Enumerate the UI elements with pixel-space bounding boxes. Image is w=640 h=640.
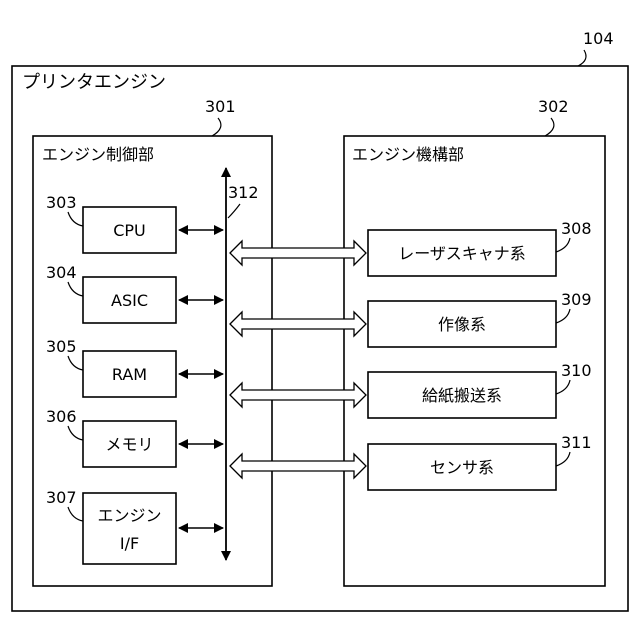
memory-label: メモリ bbox=[105, 435, 153, 454]
image-forming-label: 作像系 bbox=[438, 315, 486, 334]
engine-control-title: エンジン制御部 bbox=[42, 145, 154, 164]
ref-302: 302 bbox=[538, 97, 569, 116]
printer-engine-title: プリンタエンジン bbox=[22, 72, 166, 93]
cpu-label: CPU bbox=[113, 221, 146, 240]
engine-if-label-line1: エンジン bbox=[97, 506, 161, 525]
ref-104: 104 bbox=[583, 29, 614, 48]
ref-305: 305 bbox=[46, 337, 77, 356]
engine-if-label-line2: I/F bbox=[120, 534, 139, 553]
ref-306: 306 bbox=[46, 407, 77, 426]
engine-mechanism-title: エンジン機構部 bbox=[352, 145, 464, 164]
ref-310: 310 bbox=[561, 361, 592, 380]
ref-301: 301 bbox=[205, 97, 236, 116]
ref-309: 309 bbox=[561, 290, 592, 309]
ref-311: 311 bbox=[561, 433, 592, 452]
ref-304: 304 bbox=[46, 263, 77, 282]
paper-feed-label: 給紙搬送系 bbox=[422, 386, 502, 405]
sensor-label: センサ系 bbox=[430, 458, 494, 477]
ref-303: 303 bbox=[46, 193, 77, 212]
ref-308: 308 bbox=[561, 219, 592, 238]
asic-label: ASIC bbox=[111, 291, 148, 310]
ref-104-leader bbox=[578, 50, 586, 66]
ref-312: 312 bbox=[228, 183, 259, 202]
ref-307: 307 bbox=[46, 488, 77, 507]
laser-scanner-label: レーザスキャナ系 bbox=[398, 244, 526, 263]
ram-label: RAM bbox=[112, 365, 147, 384]
